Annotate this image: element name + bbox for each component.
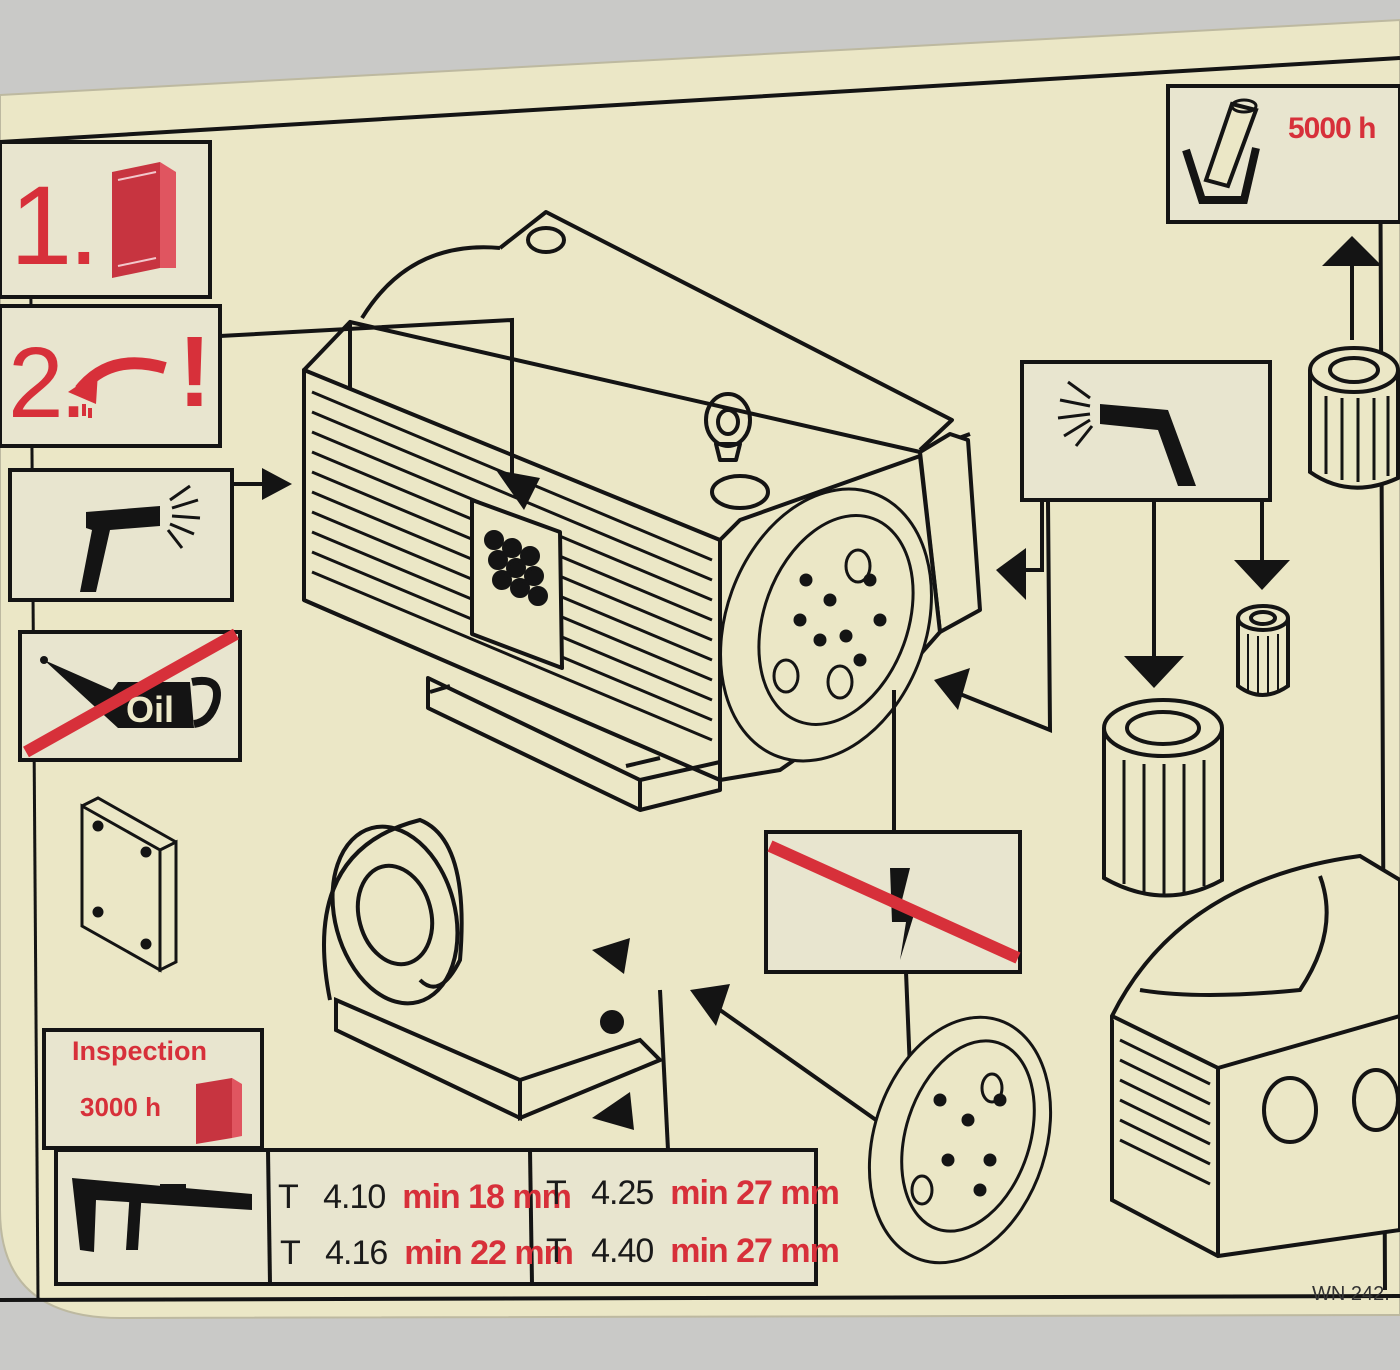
filter-interval-panel [1166,84,1400,224]
label-code: WN 242. [1312,1283,1390,1305]
no-oil-can-icon [23,628,239,758]
arrow-vane-right [592,1092,634,1130]
blow-out-panel [8,468,292,602]
row-type: T [280,1234,301,1272]
rotor-housing-upper [719,487,933,763]
air-blow-gun-icon [80,484,201,592]
row-min-label: min [670,1232,728,1270]
air-blow-gun-icon-right [1057,380,1196,486]
row-code: 4.40 [591,1232,654,1270]
arrow-rotor-to-vane [718,1008,878,1122]
row-value: 27 mm [736,1174,840,1212]
row-min-label: min [402,1178,460,1216]
no-electrical-power-icon [767,840,1021,964]
connector-line-power-bottom [904,971,912,1071]
arrow-vane-left [592,938,630,974]
arrowhead-rotation [496,470,540,510]
arrowhead-down-large [1124,656,1184,688]
vane-table-row: T 4.10 min 18 mm [278,1178,572,1216]
no-oil-text: Oil [126,689,175,730]
large-filter-element [1102,698,1224,898]
vane-illustration [322,817,664,1122]
inspection-title: Inspection [72,1036,208,1066]
arrowhead-right-filter [934,668,970,710]
row-value: 18 mm [468,1178,572,1216]
row-value: 27 mm [736,1232,840,1270]
row-code: 4.16 [325,1234,388,1272]
row-min-label: min [670,1174,728,1212]
row-code: 4.25 [591,1174,654,1212]
no-power-panel [764,830,1022,974]
rotor-housing-lower [867,1015,1053,1265]
row-min-label: min [404,1234,462,1272]
filter-interval-text: 5000 h [1288,112,1376,145]
vane-table-row: T 4.25 min 27 mm [546,1174,840,1212]
row-code: 4.10 [323,1178,386,1216]
connector-vane-table [658,989,670,1151]
manual-step-panel [0,140,212,299]
arrow-rotation-step [219,317,514,490]
arrowhead-blow [262,468,292,500]
step-one-number: 1. [10,163,99,288]
rotation-step-panel [0,304,222,448]
arrowhead-down-small [1234,560,1290,590]
no-oil-panel [18,628,242,762]
arrowhead-filter-interval [1322,236,1382,266]
vane-table [54,1148,818,1286]
step-two-number: 2. [8,327,87,439]
exhaust-filter-element [1308,346,1400,490]
row-value: 22 mm [470,1234,574,1272]
row-type: T [546,1232,567,1270]
arrow-right-filter-line [959,501,1053,733]
inspection-hours: 3000 h [80,1092,161,1122]
blow-out-panel-right [1020,360,1272,502]
step-two-warning-mark: ! [178,316,212,428]
filter-change-icon [1182,98,1260,204]
small-filter-element [1236,604,1290,697]
vane-table-row: T 4.40 min 27 mm [546,1232,840,1270]
inspection-panel [42,1028,264,1150]
rotation-arrow-icon [68,357,167,418]
arrowhead-rotor-to-vane [690,984,730,1026]
vane-table-row: T 4.16 min 22 mm [280,1234,574,1272]
cover-plate-illustration [80,796,178,973]
manual-book-icon [112,162,176,278]
caliper-icon [72,1178,252,1252]
arrowhead-right-blow [996,548,1026,600]
row-type: T [278,1178,299,1216]
motor-illustration [1110,853,1400,1259]
row-type: T [546,1174,567,1212]
manual-book-icon-small [196,1078,242,1144]
